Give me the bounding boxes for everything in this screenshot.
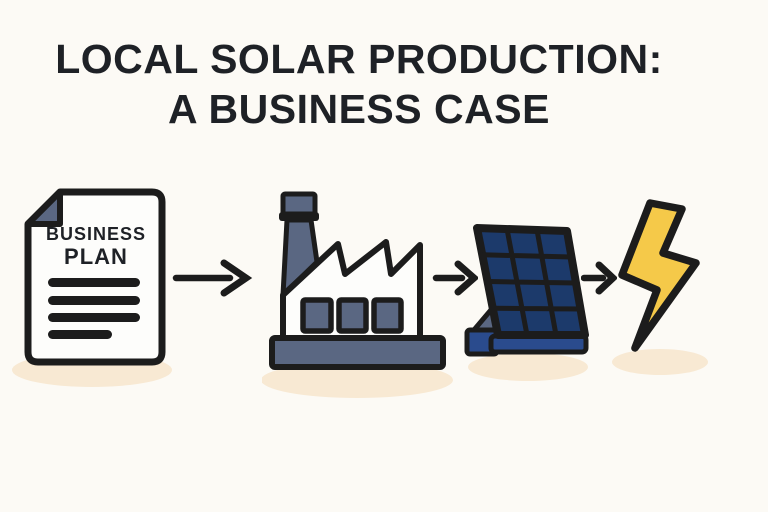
flow-arrow-1-icon <box>172 259 253 297</box>
document-label-line1: BUSINESS <box>46 224 146 244</box>
text-line <box>48 313 140 322</box>
factory-window <box>336 297 369 334</box>
title-line-2: A BUSINESS CASE <box>168 86 550 132</box>
panel-grid <box>482 228 581 336</box>
bolt-shape <box>618 199 700 352</box>
document-label-line2: PLAN <box>64 244 128 269</box>
factory-window <box>371 297 404 334</box>
solar-panel-icon <box>464 224 589 381</box>
text-line <box>48 296 140 305</box>
factory-icon <box>262 191 453 398</box>
solar-panel-shadow <box>468 353 588 381</box>
business-plan-document-icon: BUSINESS PLAN <box>12 188 172 387</box>
title-line-1: LOCAL SOLAR PRODUCTION: <box>55 36 663 82</box>
bolt-shadow <box>612 349 708 375</box>
factory-shadow <box>262 362 453 398</box>
factory-base <box>269 335 446 370</box>
flow-arrow-3-icon <box>581 261 617 295</box>
factory-window <box>300 297 334 334</box>
lightning-bolt-icon <box>612 199 708 375</box>
page-title: LOCAL SOLAR PRODUCTION: A BUSINESS CASE <box>9 34 709 134</box>
text-line <box>48 330 112 339</box>
chimney-cap <box>280 191 318 217</box>
folded-corner <box>25 189 63 227</box>
text-line <box>48 278 140 287</box>
flow-arrow-2-icon <box>432 260 478 296</box>
chimney-band <box>279 212 319 221</box>
